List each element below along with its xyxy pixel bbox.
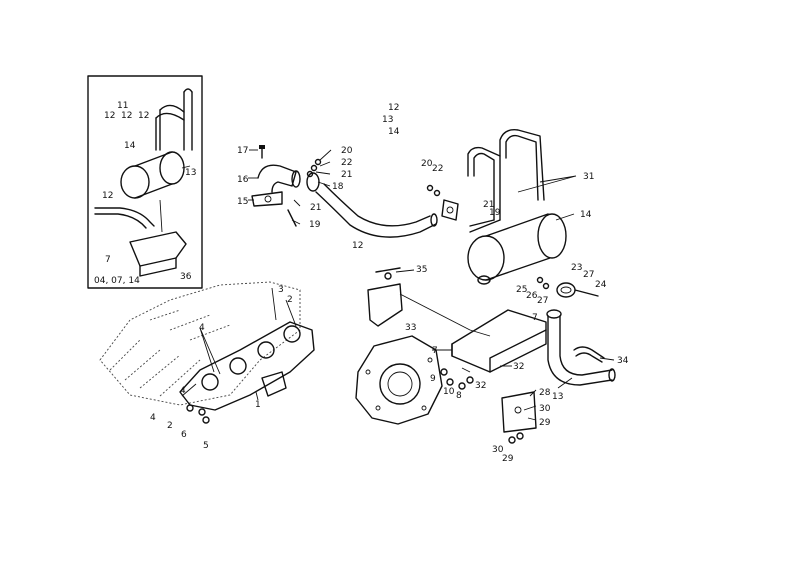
callout-33: 33 — [405, 323, 416, 333]
callout-29b: 29 — [502, 454, 514, 464]
top-variant-list: 12 13 14 — [382, 103, 400, 137]
inset-variant-12a: 12 — [104, 111, 115, 121]
pipe-flange — [426, 184, 459, 221]
inset-variant-12c: 12 — [138, 111, 149, 121]
top-variant-14: 14 — [388, 127, 400, 137]
callout-2b: 2 — [167, 421, 173, 431]
callout-5: 5 — [203, 441, 209, 451]
callout-35: 35 — [416, 265, 427, 275]
callout-9: 9 — [430, 374, 436, 384]
inset-label-12: 12 — [102, 191, 113, 201]
callout-13: 13 — [552, 392, 563, 402]
callout-2a: 2 — [287, 295, 293, 305]
callout-14: 14 — [580, 210, 592, 220]
engine-block-outline — [99, 281, 301, 406]
exhaust-manifold — [179, 321, 315, 411]
callout-20a: 20 — [341, 146, 353, 156]
callout-20b: 20 — [421, 159, 433, 169]
callout-30b: 30 — [492, 445, 504, 455]
callout-32a: 32 — [475, 381, 486, 391]
tail-pipe-13 — [546, 309, 616, 386]
callout-10: 10 — [443, 387, 455, 397]
callout-7a: 7 — [432, 346, 438, 356]
callout-34: 34 — [617, 356, 629, 366]
heat-shield-33 — [367, 267, 471, 331]
top-variant-13: 13 — [382, 115, 393, 125]
callout-23: 23 — [571, 263, 582, 273]
callout-31: 31 — [583, 172, 594, 182]
callout-26: 26 — [526, 291, 538, 301]
inset-label-36: 36 — [180, 272, 192, 282]
callout-21a: 21 — [341, 170, 352, 180]
callouts: 1 2 2 3 4 4 4 5 6 7 7 8 9 10 12 13 14 15… — [150, 146, 629, 464]
callout-27b: 27 — [537, 296, 548, 306]
inset-label-7: 7 — [105, 255, 111, 265]
leader-lines — [181, 149, 615, 421]
callout-16: 16 — [237, 175, 249, 185]
callout-4c: 4 — [150, 413, 156, 423]
callout-28: 28 — [539, 388, 551, 398]
muffler-assembly — [467, 129, 567, 285]
callout-27a: 27 — [583, 270, 594, 280]
callout-6: 6 — [181, 430, 187, 440]
fasteners — [186, 158, 474, 424]
callout-17: 17 — [237, 146, 248, 156]
u-clamp-34 — [573, 346, 605, 363]
inset-variant-12b: 12 — [121, 111, 132, 121]
callout-3: 3 — [278, 285, 284, 295]
callout-7b: 7 — [532, 313, 538, 323]
callout-15: 15 — [237, 197, 248, 207]
callout-4a: 4 — [199, 323, 205, 333]
inset-label-13: 13 — [185, 168, 196, 178]
callout-12: 12 — [352, 241, 363, 251]
callout-19b: 19 — [489, 208, 501, 218]
callout-19a: 19 — [309, 220, 321, 230]
callout-21c: 21 — [483, 200, 494, 210]
elbow-assembly — [251, 145, 301, 207]
callout-1: 1 — [255, 400, 261, 410]
support-bracket-28 — [501, 391, 537, 444]
callout-8: 8 — [456, 391, 462, 401]
inset-variant-11: 11 — [117, 101, 128, 111]
callout-30a: 30 — [539, 404, 551, 414]
callout-21b: 21 — [310, 203, 321, 213]
callout-24: 24 — [595, 280, 607, 290]
inset-panel: 11 12 12 12 14 13 12 7 36 04, 07, 14 — [87, 75, 203, 289]
callout-18: 18 — [332, 182, 344, 192]
callout-4b: 4 — [180, 386, 186, 396]
callout-25: 25 — [516, 285, 527, 295]
ring-clamp — [536, 276, 599, 298]
callout-22b: 22 — [432, 164, 443, 174]
flywheel-housing — [355, 335, 443, 425]
callout-32b: 32 — [513, 362, 524, 372]
callout-29a: 29 — [539, 418, 551, 428]
inset-label-14: 14 — [124, 141, 136, 151]
callout-22a: 22 — [341, 158, 352, 168]
inset-code: 04, 07, 14 — [94, 276, 140, 286]
top-variant-12: 12 — [388, 103, 399, 113]
